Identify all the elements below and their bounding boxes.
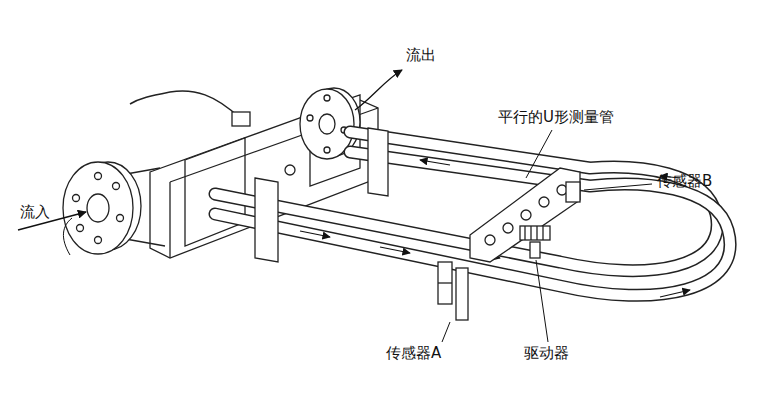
driver-label: 驱动器 xyxy=(524,344,569,362)
sensor-label: 传感器B xyxy=(657,172,712,190)
tube-label: 平行的U形测量管 xyxy=(498,108,614,126)
sensor-label: 传感器A xyxy=(386,344,441,362)
inlet-label: 流入 xyxy=(20,203,50,221)
outlet-label: 流出 xyxy=(406,46,436,64)
